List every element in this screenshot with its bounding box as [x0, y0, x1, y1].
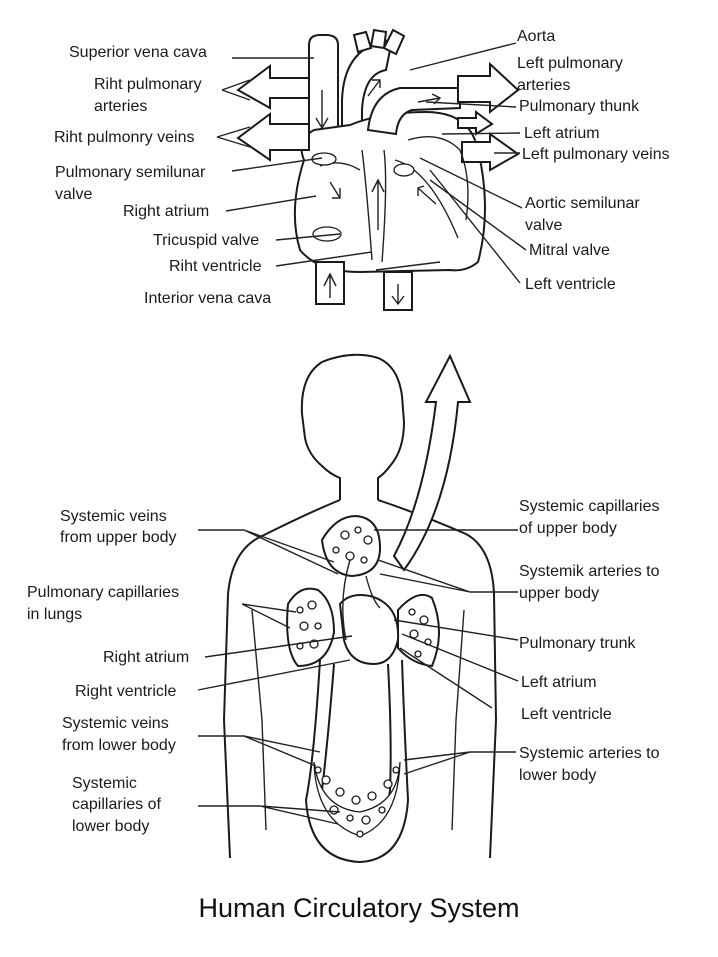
- heart-leader-lines: [216, 42, 527, 284]
- label-aortic-semilunar-line2: valve: [525, 217, 563, 234]
- label-aortic-semilunar-line1: Aortic semilunar: [525, 195, 640, 212]
- heart-drawing: [236, 28, 520, 311]
- label-left-pulmonary-veins: Left pulmonary veins: [522, 146, 670, 163]
- left-pulmonary-arteries-arrow: [457, 61, 520, 115]
- upper-body-capillaries: [320, 514, 382, 578]
- capillary-texture: [296, 526, 432, 838]
- label-systemic-capillaries-upper-line1: Systemic capillaries: [519, 498, 660, 515]
- lower-body-loop: [304, 659, 410, 864]
- label-systemic-veins-lower-line2: from lower body: [62, 737, 176, 754]
- label-riht-pulmonary-arteries-line1: Riht pulmonary: [94, 76, 202, 93]
- label-aorta: Aorta: [517, 28, 556, 45]
- label-systemik-arteries-upper-line1: Systemik arteries to: [519, 563, 660, 580]
- label-left-ventricle-body: Left ventricle: [521, 706, 612, 723]
- label-tricuspid-valve: Tricuspid valve: [153, 232, 260, 249]
- right-lung: [397, 594, 440, 668]
- label-systemic-arteries-lower-line1: Systemic arteries to: [519, 745, 660, 762]
- label-interior-vena-cava: Interior vena cava: [144, 290, 272, 307]
- label-pulmonary-semilunar-line2: valve: [55, 186, 93, 203]
- label-riht-ventricle: Riht ventricle: [169, 258, 262, 275]
- lower-body-capillaries: [313, 761, 401, 837]
- label-riht-pulmonry-veins: Riht pulmonry veins: [54, 129, 195, 146]
- torso-outline: [222, 499, 341, 859]
- label-left-pulmonary-arteries-line1: Left pulmonary: [517, 55, 623, 72]
- label-mitral-valve: Mitral valve: [529, 242, 610, 259]
- label-right-ventricle-body: Right ventricle: [75, 683, 177, 700]
- label-pulmonary-trunk-body: Pulmonary trunk: [519, 635, 636, 652]
- label-pulmonary-semilunar-line1: Pulmonary semilunar: [55, 164, 206, 181]
- label-systemik-arteries-upper-line2: upper body: [519, 585, 600, 602]
- label-systemic-capillaries-lower-line1: Systemic: [72, 775, 137, 792]
- label-systemic-arteries-lower-line2: lower body: [519, 767, 597, 784]
- label-riht-pulmonary-arteries-line2: arteries: [94, 98, 148, 115]
- label-systemic-capillaries-lower-line2: capillaries of: [72, 796, 161, 813]
- label-systemic-capillaries-lower-line3: lower body: [72, 818, 150, 835]
- label-left-pulmonary-arteries-line2: arteries: [517, 77, 571, 94]
- right-pulmonary-arteries-arrow: [236, 64, 310, 110]
- label-right-atrium-body: Right atrium: [103, 649, 190, 666]
- label-systemic-capillaries-upper-line2: of upper body: [519, 520, 617, 537]
- label-pulmonary-capillaries-line1: Pulmonary capillaries: [27, 584, 180, 601]
- body-leader-lines: [197, 529, 519, 825]
- label-left-atrium-body: Left atrium: [521, 674, 597, 691]
- label-superior-vena-cava: Superior vena cava: [69, 44, 207, 61]
- label-systemic-veins-upper-line1: Systemic veins: [60, 508, 167, 525]
- heart-body: [293, 110, 486, 274]
- label-left-ventricle-heart: Left ventricle: [525, 276, 616, 293]
- pulmonary-trunk-vessel: [366, 87, 461, 136]
- label-pulmonary-thunk: Pulmonary thunk: [519, 98, 640, 115]
- page-title: Human Circulatory System: [198, 893, 520, 923]
- upward-arrow: [392, 353, 472, 572]
- label-systemic-veins-lower-line1: Systemic veins: [62, 715, 169, 732]
- right-pulmonary-veins-arrow: [236, 112, 310, 162]
- left-pulmonary-veins-arrow: [461, 132, 520, 172]
- left-lung-right-side: [286, 587, 336, 668]
- label-left-atrium-heart: Left atrium: [524, 125, 600, 142]
- head-outline: [300, 353, 406, 500]
- body-drawing: [222, 353, 498, 864]
- body-heart: [338, 594, 400, 666]
- label-pulmonary-capillaries-line2: in lungs: [27, 606, 83, 623]
- label-systemic-veins-upper-line2: from upper body: [60, 529, 177, 546]
- label-right-atrium-heart: Right atrium: [123, 203, 210, 220]
